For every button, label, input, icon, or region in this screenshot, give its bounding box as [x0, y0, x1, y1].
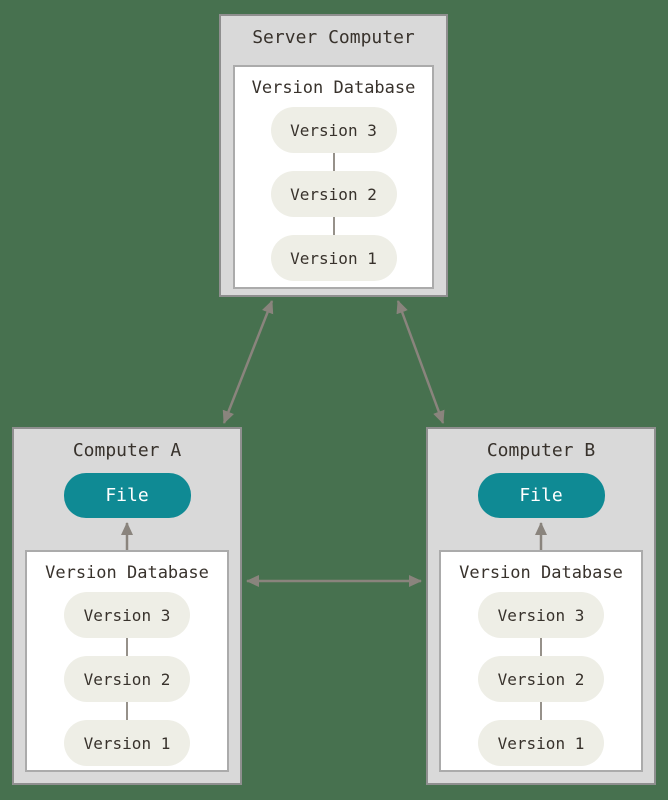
version-pill: Version 2	[64, 656, 190, 702]
computer-a-title: Computer A	[72, 440, 182, 461]
version-link-line	[126, 702, 128, 720]
version-database-label: Version Database	[251, 78, 416, 98]
server-computer-node: Server Computer Version Database Version…	[219, 14, 448, 297]
computer-b-node: Computer B File Version Database Version…	[426, 427, 656, 785]
computer-b-version-database: Version Database Version 3 Version 2 Ver…	[439, 550, 643, 772]
sync-arrow-server-computer-b	[396, 300, 445, 424]
computer-b-title: Computer B	[486, 440, 596, 461]
version-pill: Version 2	[478, 656, 604, 702]
version-pill: Version 1	[64, 720, 190, 766]
computer-a-node: Computer A File Version Database Version…	[12, 427, 242, 785]
server-computer-title: Server Computer	[252, 27, 415, 48]
version-pill: Version 1	[270, 235, 397, 281]
sync-arrow-server-computer-a	[222, 300, 274, 424]
version-link-line	[332, 217, 335, 235]
version-link-line	[540, 638, 542, 656]
version-database-label: Version Database	[459, 563, 623, 583]
version-pill: Version 2	[270, 171, 397, 217]
version-link-line	[332, 153, 335, 171]
server-version-database: Version Database Version 3 Version 2 Ver…	[233, 65, 434, 289]
file-pill: File	[63, 473, 191, 518]
file-pill: File	[477, 473, 605, 518]
version-pill: Version 1	[478, 720, 604, 766]
version-pill: Version 3	[270, 107, 397, 153]
computer-a-version-database: Version Database Version 3 Version 2 Ver…	[25, 550, 229, 772]
version-link-line	[540, 702, 542, 720]
version-link-line	[126, 638, 128, 656]
version-database-label: Version Database	[45, 563, 209, 583]
version-pill: Version 3	[478, 592, 604, 638]
version-pill: Version 3	[64, 592, 190, 638]
